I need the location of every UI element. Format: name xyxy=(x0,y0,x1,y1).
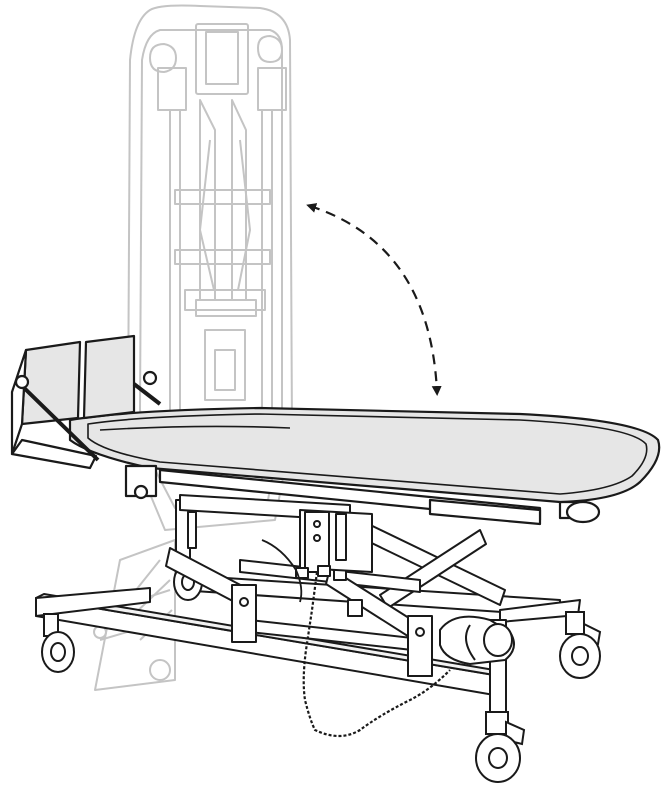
padded-surface-seam xyxy=(87,413,648,495)
padded-surface xyxy=(68,406,661,504)
ghost-ear-right xyxy=(257,35,283,63)
ghost-board-outline xyxy=(127,4,293,531)
scissor-plate-left xyxy=(231,584,257,643)
scissor-lift xyxy=(165,494,515,677)
caster-front-left xyxy=(41,613,75,673)
coiled-cable xyxy=(302,571,451,738)
table-top xyxy=(68,406,661,526)
caster-front-right xyxy=(475,711,526,783)
scissor-plate-front xyxy=(407,615,433,677)
power-cable xyxy=(261,539,303,603)
caster-back-right xyxy=(559,611,602,679)
ghost-handle-left xyxy=(157,67,187,111)
curved-double-headed-dashed-arrow-icon xyxy=(306,203,442,396)
footplate xyxy=(10,334,162,470)
footplate-strut-left xyxy=(16,380,100,462)
ghost-lower-frame xyxy=(94,539,176,691)
ghost-handle-right xyxy=(257,67,287,111)
ghost-top-bracket xyxy=(195,23,249,95)
foot-pad-right xyxy=(82,334,136,420)
footplate-strut-right xyxy=(132,382,162,406)
